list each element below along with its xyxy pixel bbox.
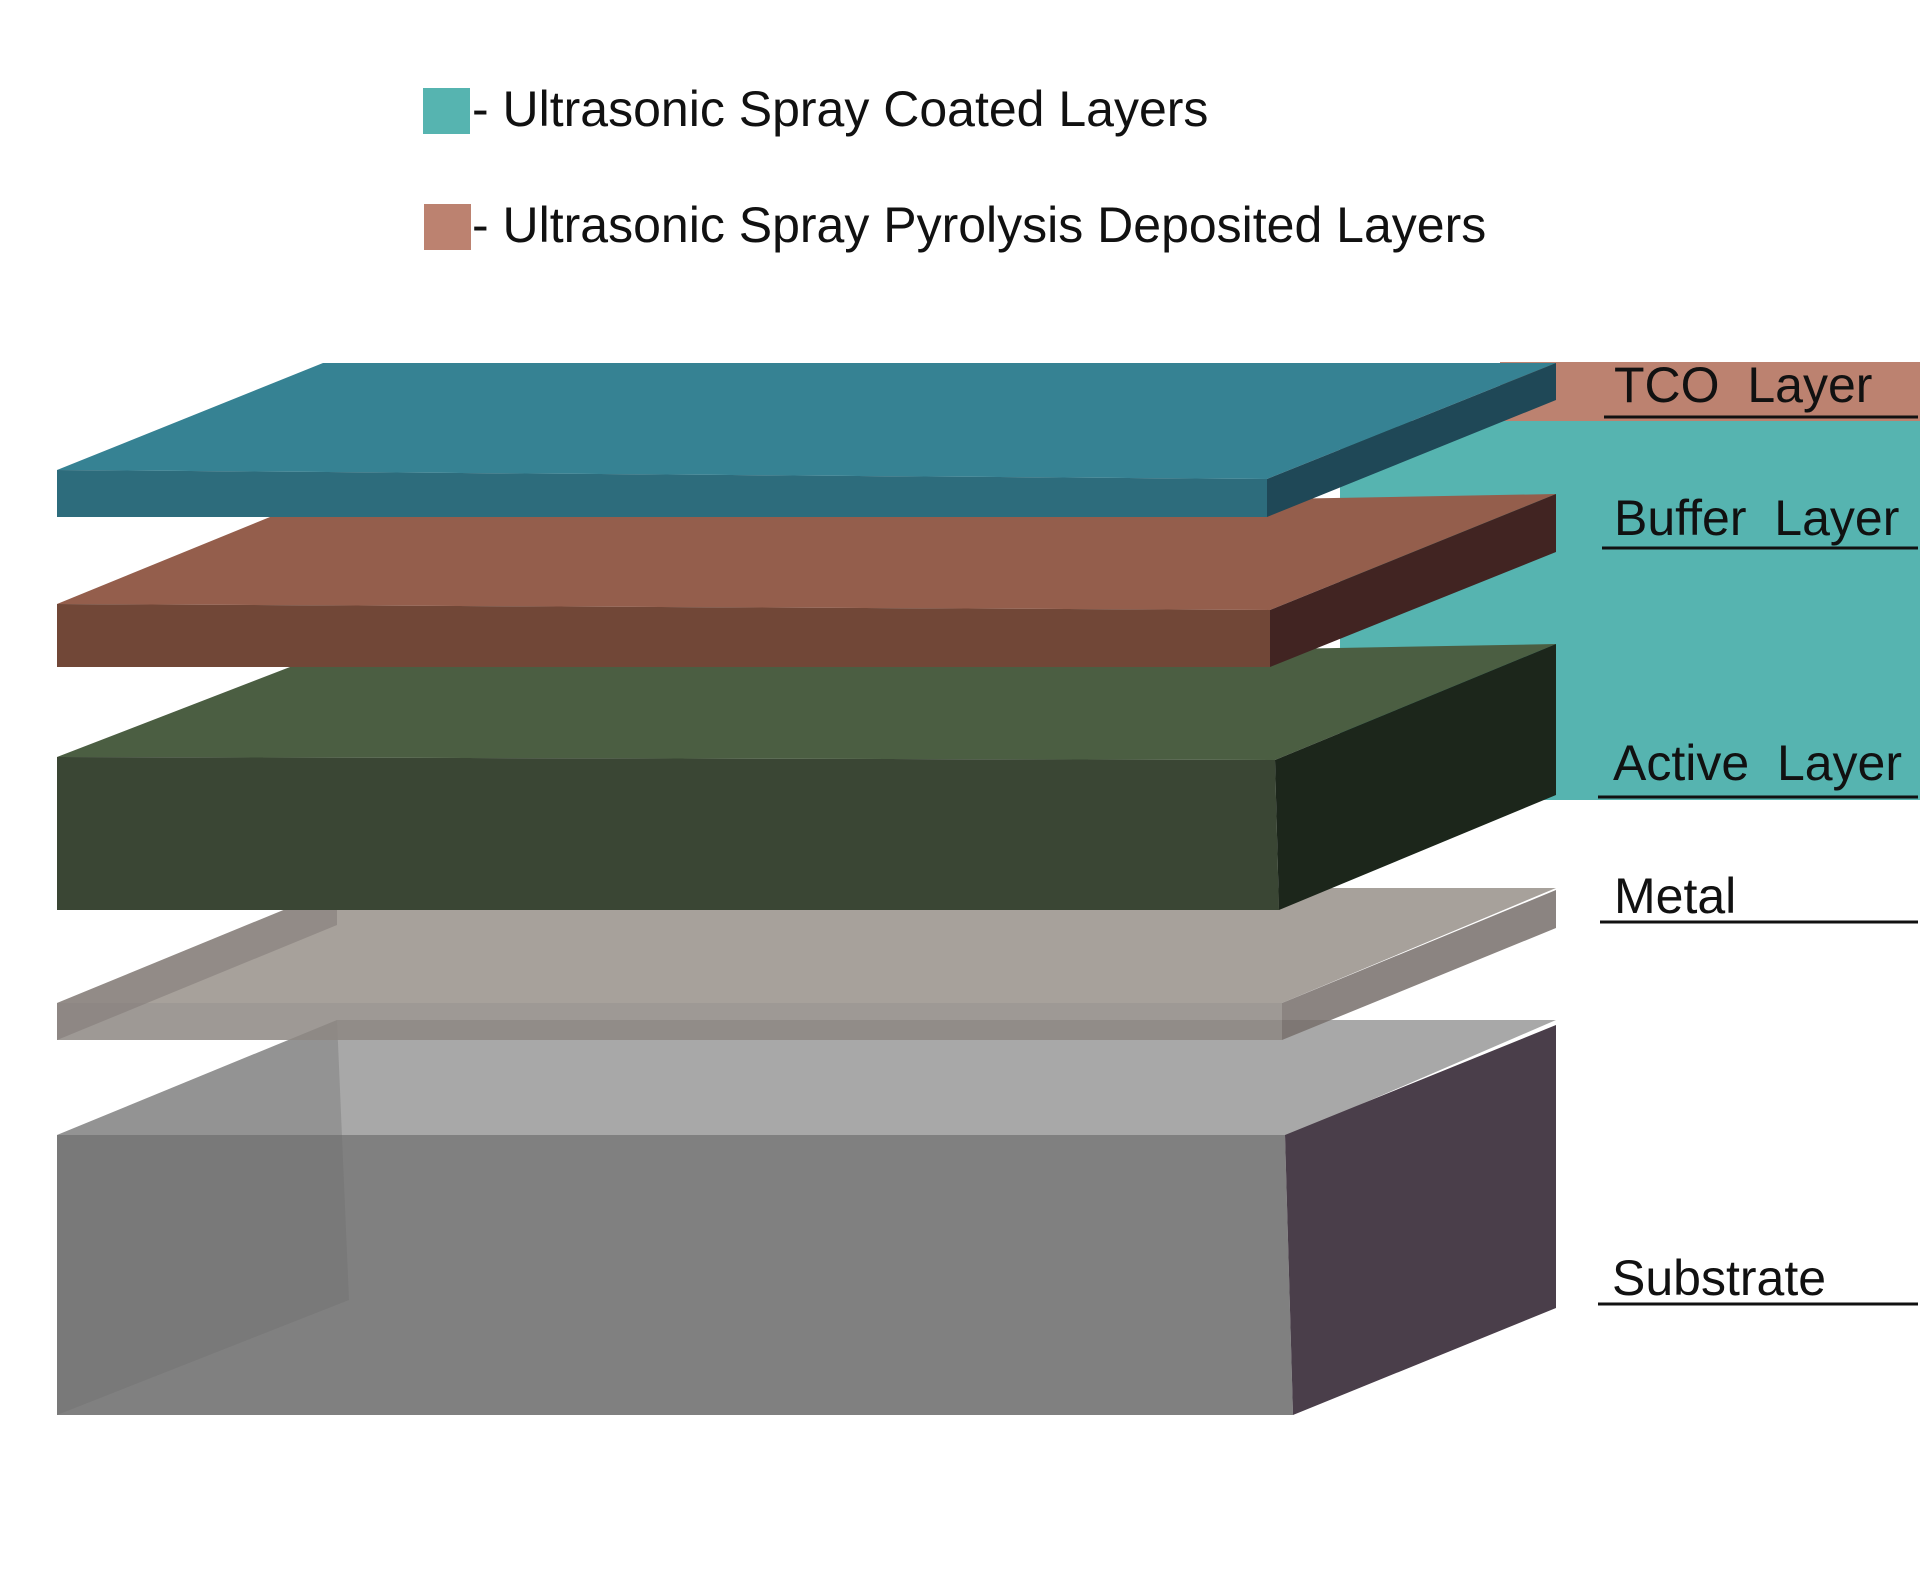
metal-left-edge <box>57 888 337 1040</box>
metal-front-face <box>57 1003 1282 1040</box>
substrate-back-left-edge <box>57 1020 349 1415</box>
layer-tco <box>57 363 1556 517</box>
legend-swatch-spray-coated <box>423 88 470 134</box>
substrate-top-face <box>57 1020 1556 1135</box>
legend-label-spray-coated: - Ultrasonic Spray Coated Layers <box>472 81 1208 137</box>
band-spray-pyrolysis-tco <box>1500 362 1920 422</box>
legend-label-spray-pyrolysis: - Ultrasonic Spray Pyrolysis Deposited L… <box>472 197 1486 253</box>
active-top-face <box>57 644 1556 760</box>
active-side-face <box>1275 644 1556 910</box>
active-front-face <box>57 757 1279 910</box>
metal-side-face <box>1282 890 1556 1040</box>
layer-labels: TCO Layer Buffer Layer Active Layer Meta… <box>1598 357 1918 1306</box>
buffer-side-face <box>1270 494 1556 667</box>
legend-swatch-spray-pyrolysis <box>424 204 471 250</box>
layer-metal <box>57 888 1556 1040</box>
metal-top-face <box>57 888 1556 1003</box>
label-substrate: Substrate <box>1612 1250 1826 1306</box>
buffer-front-face <box>57 604 1270 667</box>
tco-side-face <box>1267 363 1556 517</box>
layer-buffer <box>57 494 1556 667</box>
label-metal: Metal <box>1614 868 1736 924</box>
label-tco-layer: TCO Layer <box>1614 357 1872 413</box>
label-active-layer: Active Layer <box>1613 735 1902 791</box>
substrate-side-face <box>1285 1025 1556 1415</box>
tco-front-face <box>57 470 1267 517</box>
tco-top-face <box>57 363 1556 479</box>
substrate-front-face <box>57 1135 1293 1415</box>
layer-active <box>57 644 1556 910</box>
legend: - Ultrasonic Spray Coated Layers - Ultra… <box>423 81 1486 253</box>
buffer-top-face <box>57 494 1556 610</box>
label-buffer-layer: Buffer Layer <box>1614 490 1899 546</box>
layer-substrate <box>57 1020 1556 1415</box>
